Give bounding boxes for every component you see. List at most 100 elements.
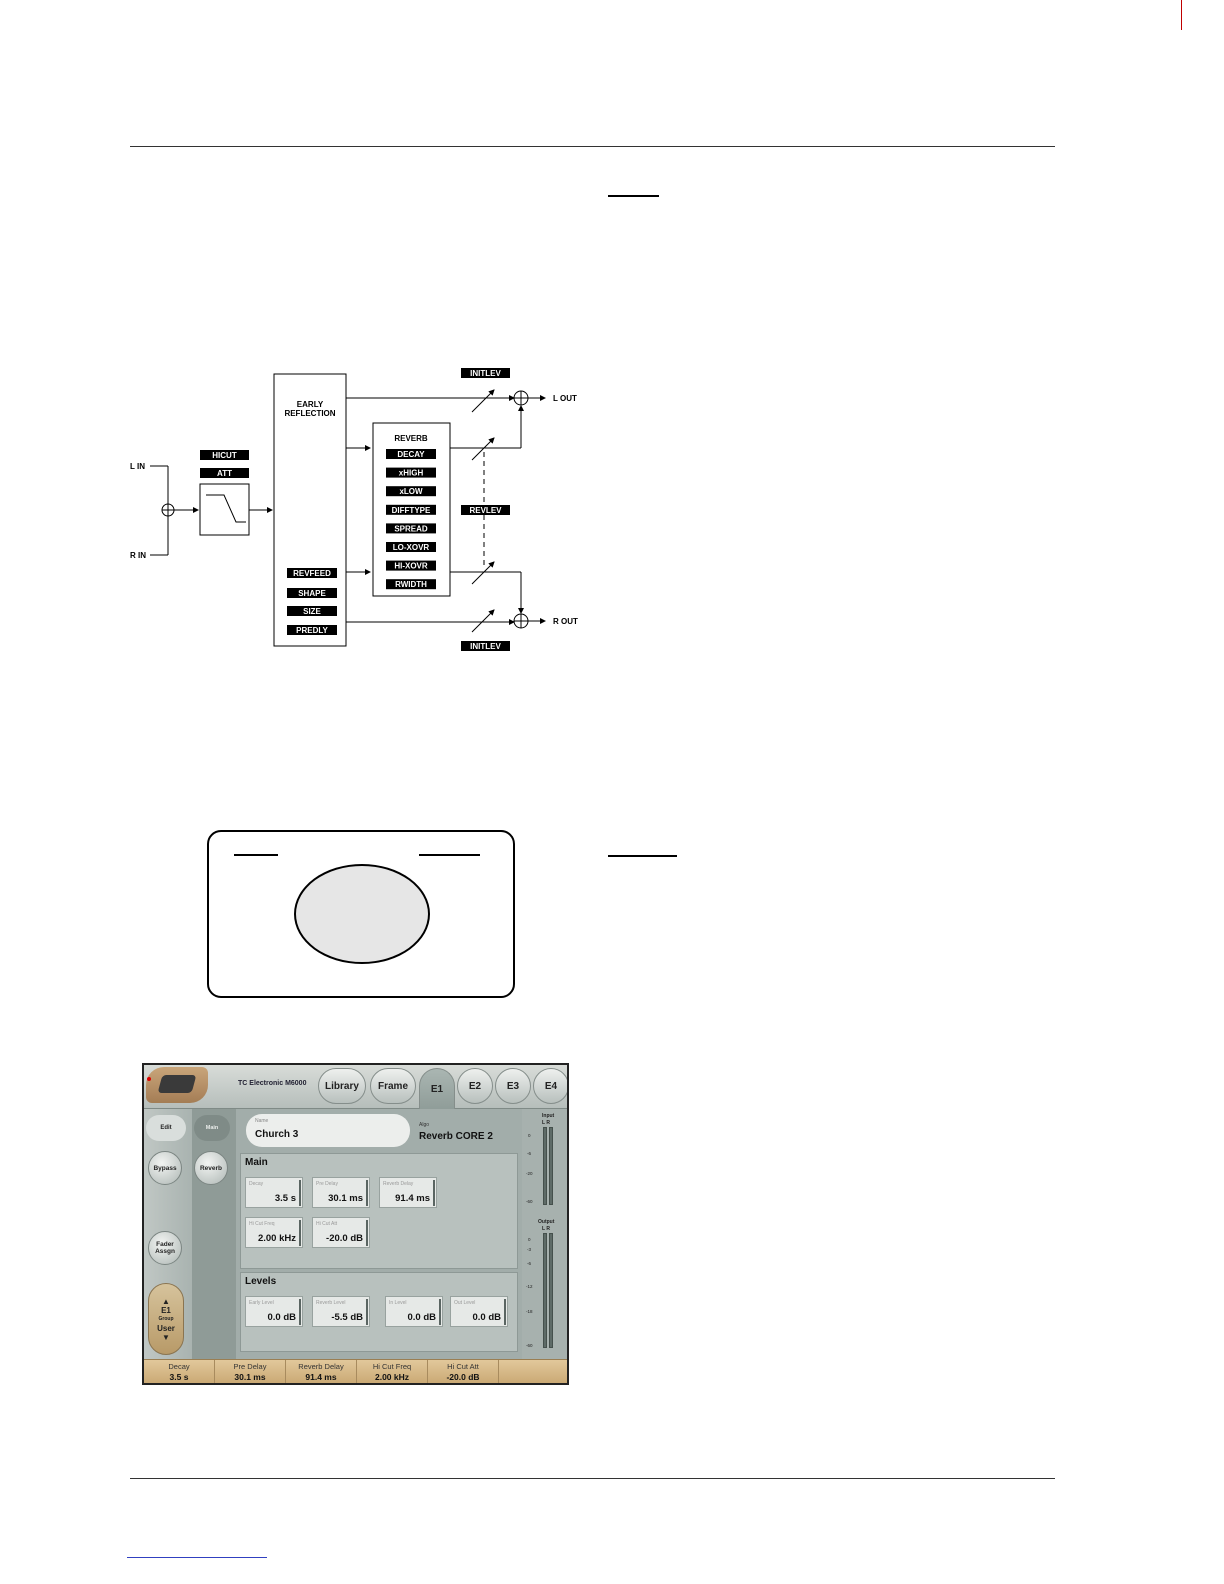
down-arrow-icon[interactable]: ▼ <box>162 1332 170 1342</box>
fader-assign-button[interactable]: Fader Assgn <box>148 1231 182 1265</box>
output-tick: -6 <box>527 1261 532 1266</box>
param-value: 0.0 dB <box>407 1312 436 1323</box>
brand-label: TC Electronic M6000 <box>238 1080 307 1087</box>
footer-link-underline[interactable] <box>127 1557 267 1558</box>
param-pre-delay[interactable]: Pre Delay 30.1 ms <box>312 1177 370 1208</box>
fader-label: Hi Cut Att <box>447 1362 479 1371</box>
input-meter-title: Input <box>542 1113 555 1119</box>
param-value: 3.5 s <box>274 1193 296 1204</box>
device-logo <box>146 1067 208 1103</box>
param-slider <box>439 1299 441 1325</box>
reverb-param-label: xLOW <box>399 487 423 496</box>
tab-library[interactable]: Library <box>318 1068 366 1104</box>
fader-value: 3.5 s <box>169 1372 189 1382</box>
status-led <box>147 1077 151 1081</box>
l-in-label: L IN <box>130 462 145 471</box>
device-icon <box>157 1075 197 1093</box>
main-panel-title: Main <box>245 1157 268 1168</box>
name-label: Name <box>255 1118 269 1124</box>
fader-label-1: Fader <box>156 1241 174 1248</box>
fader-label: Decay <box>168 1362 190 1371</box>
revfeed-label: REVFEED <box>293 569 331 578</box>
param-label: Hi Cut Freq <box>249 1221 275 1227</box>
fader-hi-cut-att[interactable]: Hi Cut Att-20.0 dB <box>428 1360 499 1383</box>
reverb-param-box <box>386 542 436 552</box>
param-hi-cut-att[interactable]: Hi Cut Att-20.0 dB <box>312 1217 370 1248</box>
reverb-param-label: DIFFTYPE <box>392 506 431 515</box>
param-value: -5.5 dB <box>331 1312 363 1323</box>
predly-label: PREDLY <box>296 626 328 635</box>
r-out-label: R OUT <box>553 617 578 626</box>
fader-label: Pre Delay <box>233 1362 267 1371</box>
param-label: Reverb Level <box>316 1300 346 1306</box>
param-slider <box>299 1180 301 1206</box>
output-tick: -12 <box>526 1284 533 1289</box>
param-value: 30.1 ms <box>328 1193 363 1204</box>
revlev-label: REVLEV <box>469 506 502 515</box>
initlev-top-label: INITLEV <box>470 369 501 378</box>
reverb-param-box <box>386 560 436 571</box>
tab-e1[interactable]: E1 <box>419 1068 455 1110</box>
tab-e2[interactable]: E2 <box>457 1068 493 1104</box>
param-decay[interactable]: Decay 3.5 s <box>245 1177 303 1208</box>
param-reverb-level[interactable]: Reverb Level -5.5 dB <box>312 1296 370 1327</box>
output-meter-left <box>543 1233 547 1348</box>
reverb-param-box <box>386 467 436 478</box>
param-label: Hi Cut Att <box>316 1221 338 1227</box>
reverb-param-label: LO-XOVR <box>393 543 430 552</box>
tab-e4[interactable]: E4 <box>533 1068 567 1104</box>
param-value: 91.4 ms <box>395 1193 430 1204</box>
edit-tab[interactable]: Edit <box>146 1115 186 1141</box>
param-slider <box>299 1220 301 1246</box>
fader-label: Reverb Delay <box>298 1362 344 1371</box>
footer-rule <box>130 1478 1055 1479</box>
group-selector[interactable]: ▲ E1 Group User ▼ <box>148 1283 184 1355</box>
reverb-param-label: HI-XOVR <box>394 562 428 571</box>
param-slider <box>366 1180 368 1206</box>
reverb-param-box <box>386 449 436 459</box>
size-label: SIZE <box>303 607 321 616</box>
param-label: Decay <box>249 1181 264 1187</box>
hicut-label: HICUT <box>212 451 237 460</box>
page-column <box>192 1109 236 1359</box>
reverb-param-label: SPREAD <box>394 524 428 533</box>
algo-label: Algo <box>419 1122 430 1128</box>
output-tick: -18 <box>526 1309 533 1314</box>
main-page-tab[interactable]: Main <box>194 1115 230 1141</box>
m6000-screenshot: TC Electronic M6000 Library Frame E1 E2 … <box>142 1063 569 1385</box>
box-underline-right <box>419 854 480 856</box>
output-tick: -3 <box>527 1247 532 1252</box>
reverb-param-box <box>386 486 436 497</box>
input-tick: -6 <box>527 1151 532 1156</box>
shape-label: SHAPE <box>298 589 326 598</box>
up-arrow-icon[interactable]: ▲ <box>162 1296 170 1306</box>
bypass-button[interactable]: Bypass <box>148 1151 182 1185</box>
param-slider <box>433 1180 435 1206</box>
early-reflection-label-1: EARLY <box>297 400 324 409</box>
output-meter-right <box>549 1233 553 1348</box>
fader-label-2: Assgn <box>155 1248 175 1255</box>
param-label: Pre Delay <box>316 1181 338 1187</box>
tab-e3[interactable]: E3 <box>495 1068 531 1104</box>
reverb-param-label: RWIDTH <box>395 580 427 589</box>
heading-underline-1 <box>608 195 659 197</box>
level-meters: Input L R 0 -6 -20 -60 Output L R 0 -3 -… <box>522 1109 567 1359</box>
input-tick: -20 <box>526 1171 533 1176</box>
reverb-param-box <box>386 523 436 534</box>
reverb-block-diagram: L IN R IN HICUT ATT EARLY REFLECTION REV… <box>120 360 600 660</box>
reverb-button[interactable]: Reverb <box>194 1151 228 1185</box>
param-value: 0.0 dB <box>267 1312 296 1323</box>
tab-frame[interactable]: Frame <box>370 1068 416 1104</box>
param-slider <box>366 1299 368 1325</box>
param-slider <box>299 1299 301 1325</box>
preset-name-field[interactable]: Name Church 3 <box>246 1114 410 1147</box>
